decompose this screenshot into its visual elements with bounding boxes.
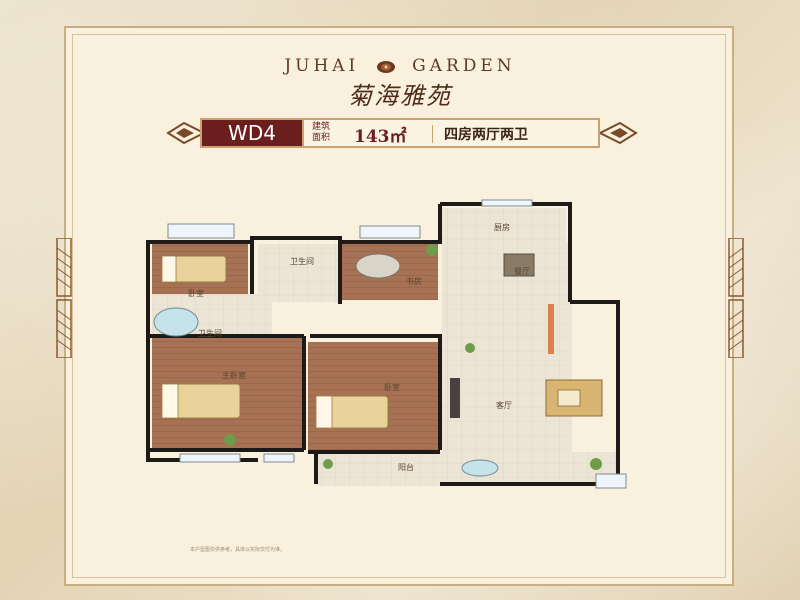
unit-info: 建筑 面积 143㎡ 四房两厅两卫 (304, 118, 600, 148)
chrysanthemum-logo-icon (376, 60, 395, 73)
disclaimer-footnote: 本户型图仅供参考，具体以实际交付为准。 (190, 547, 286, 553)
brand-chinese: 菊海雅苑 (348, 82, 452, 110)
unit-code: WD4 (200, 118, 304, 148)
room-label-bedroom-1: 卧室 (188, 288, 204, 298)
area-label: 建筑 面积 (312, 122, 331, 143)
walls (146, 202, 620, 486)
room-label-bedroom-2: 卧室 (384, 382, 400, 392)
windows (167, 199, 627, 489)
brand-english: JUHAI GARDEN (0, 56, 800, 76)
room-label-kitchen: 厨房 (494, 222, 510, 232)
room-label-dining: 餐厅 (514, 267, 530, 276)
room-label-living: 客厅 (496, 400, 512, 410)
brand-english-right: GARDEN (412, 56, 516, 76)
room-label-study: 书房 (406, 276, 422, 286)
brand-english-left: JUHAI (284, 56, 360, 76)
right-ornament-icon (600, 121, 638, 145)
layout-description: 四房两厅两卫 (444, 127, 528, 143)
kitchen-floor (442, 208, 566, 242)
left-side-ornament-icon (56, 238, 72, 358)
room-label-balcony: 阳台 (398, 462, 414, 472)
right-side-ornament-icon (728, 238, 744, 358)
unit-type-bar: WD4 建筑 面积 143㎡ 四房两厅两卫 (200, 118, 600, 148)
divider (432, 125, 433, 143)
area-value: 143㎡ (354, 127, 407, 147)
room-label-bathroom: 卫生间 (290, 256, 314, 266)
card-inner-border (72, 34, 726, 578)
left-ornament-icon (166, 121, 204, 145)
furniture (153, 244, 603, 477)
floor-plan: 卧室 卫生间 书房 卫生间 厨房 餐厅 主卧室 卧室 客厅 阳台 (146, 199, 627, 489)
bathroom-floor (258, 244, 338, 302)
room-label-bathroom-small: 卫生间 (198, 328, 222, 338)
room-label-master-bedroom: 主卧室 (222, 370, 246, 380)
